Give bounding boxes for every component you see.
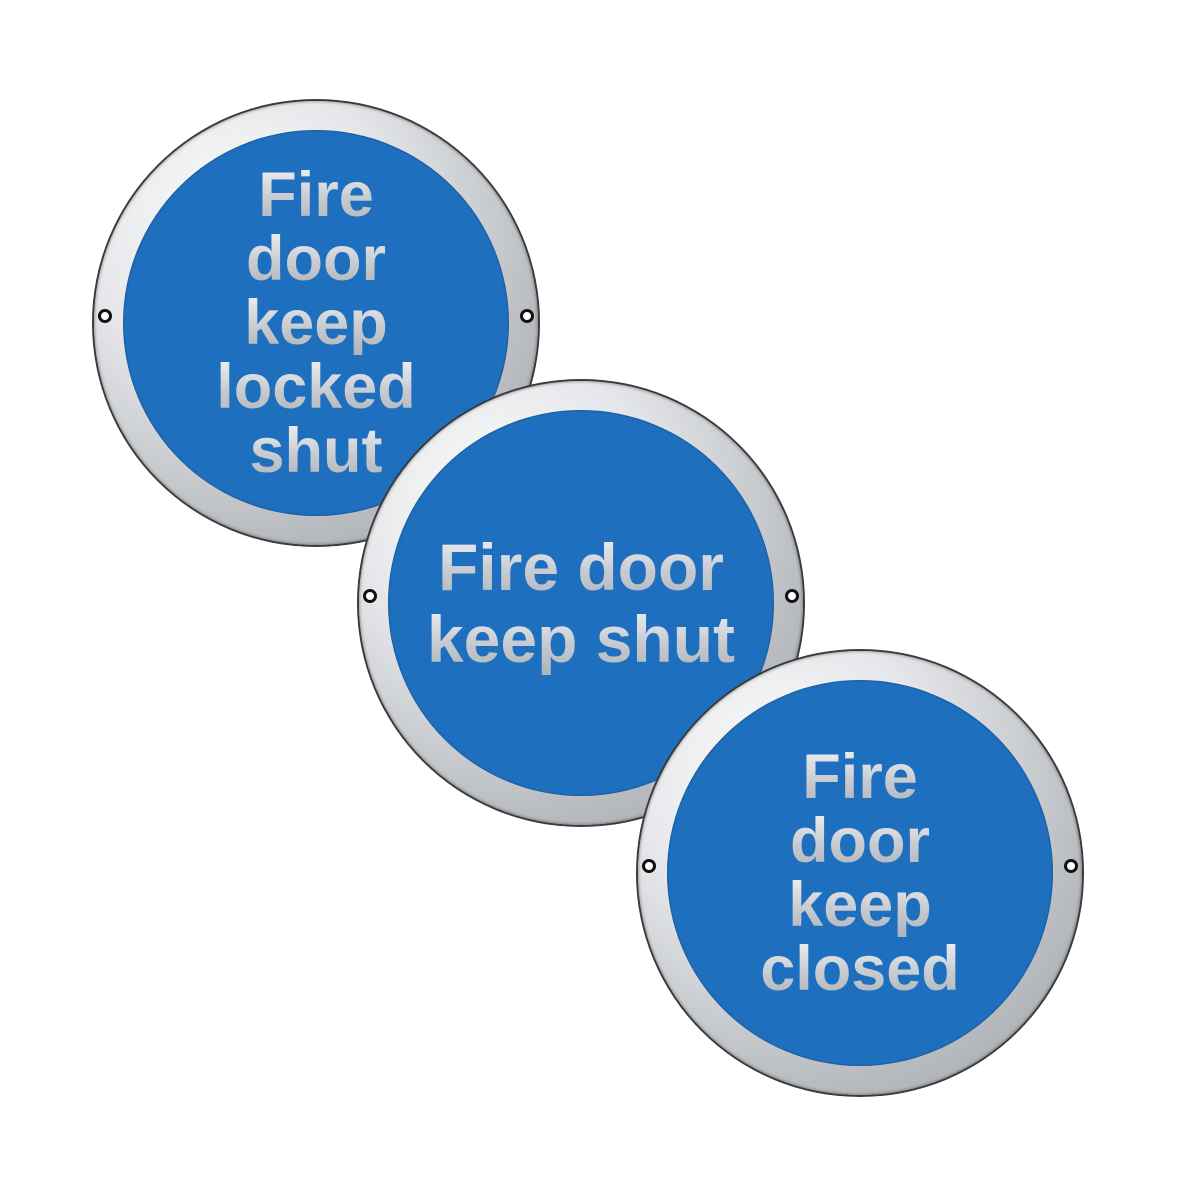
screw-hole-icon	[785, 589, 799, 603]
sign-text-line: keep	[244, 288, 388, 358]
sign-face: Fire door keep closed	[667, 680, 1053, 1066]
screw-hole-icon	[642, 859, 656, 873]
screw-hole-icon	[98, 309, 112, 323]
sign-text-line: locked	[216, 352, 416, 422]
sign-text-line: door	[790, 806, 930, 876]
sign-text-line: Fire	[258, 160, 374, 230]
sign-text-line: keep	[788, 870, 932, 940]
sign-fire-door-keep-closed: Fire door keep closed	[638, 651, 1082, 1095]
sign-text-line: closed	[760, 934, 960, 1004]
sign-text-line: shut	[249, 416, 383, 486]
screw-hole-icon	[363, 589, 377, 603]
sign-text-line: Fire	[802, 742, 918, 812]
screw-hole-icon	[1064, 859, 1078, 873]
screw-hole-icon	[520, 309, 534, 323]
sign-text-line: keep shut	[426, 602, 736, 676]
sign-text-line: door	[246, 224, 386, 294]
sign-text-line: Fire door	[437, 530, 724, 604]
sign-fire-door-keep-locked-shut: Fire door keep locked shut	[94, 101, 538, 545]
